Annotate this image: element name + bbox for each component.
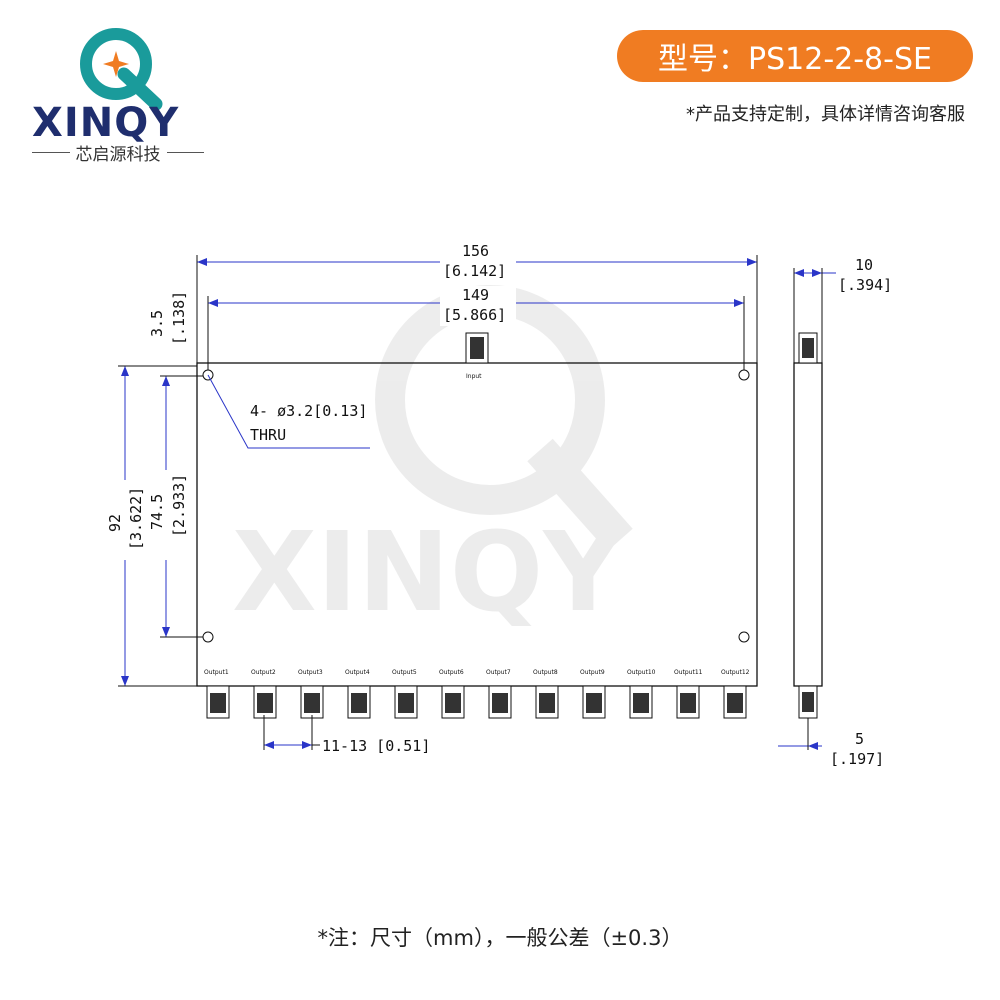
dim-overall-width-in: [6.142] xyxy=(443,262,506,280)
dim-hole-width-in: [5.866] xyxy=(443,306,506,324)
brand-name: XINQY xyxy=(32,100,180,146)
input-connector xyxy=(465,332,489,364)
output-connector-core xyxy=(351,693,367,713)
side-view-body xyxy=(793,362,823,687)
output-label: Output11 xyxy=(674,669,703,676)
output-label: Output3 xyxy=(298,669,323,676)
output-label: Output4 xyxy=(345,669,370,676)
output-connector-core xyxy=(727,693,743,713)
output-label: Output1 xyxy=(204,669,229,676)
dim-overall-width: 156 xyxy=(462,242,489,260)
side-output-connector xyxy=(798,685,818,719)
dim-hole-height-in: [2.933] xyxy=(170,474,188,537)
output-label: Output9 xyxy=(580,669,605,676)
output-connector-core xyxy=(680,693,696,713)
brand-logo-icon xyxy=(80,28,163,111)
output-connector-core xyxy=(210,693,226,713)
side-input-connector xyxy=(798,332,818,364)
output-label: Output5 xyxy=(392,669,417,676)
output-label: Output10 xyxy=(627,669,656,676)
dim-side-thickness-in: [.394] xyxy=(838,276,892,294)
output-connector-core xyxy=(304,693,320,713)
brand-subtitle: 芯启源科技 xyxy=(32,140,204,165)
dim-side-thickness: 10 xyxy=(855,256,873,274)
output-label: Output6 xyxy=(439,669,464,676)
dim-hole-height: 74.5 xyxy=(148,494,166,530)
hole-note-2: THRU xyxy=(250,426,286,444)
output-label: Output2 xyxy=(251,669,276,676)
output-label: Output7 xyxy=(486,669,511,676)
output-connector-core xyxy=(445,693,461,713)
dim-overall-height: 92 xyxy=(106,514,124,532)
mount-hole xyxy=(738,369,750,381)
custom-note: *产品支持定制，具体详情咨询客服 xyxy=(686,104,965,125)
output-connector-core xyxy=(257,693,273,713)
input-label: Input xyxy=(466,373,482,380)
mount-hole xyxy=(202,631,214,643)
output-label: Output8 xyxy=(533,669,558,676)
dim-side-offset-in: [.197] xyxy=(830,750,884,768)
dim-edge-offset-in: [.138] xyxy=(170,291,188,345)
output-connectors: Output1 Output2 Output3 Output4 Output5 Outpu… xyxy=(204,669,750,719)
dim-hole-width: 149 xyxy=(462,286,489,304)
svg-text:XINQY: XINQY xyxy=(232,508,624,636)
watermark: XINQY xyxy=(232,285,633,636)
dim-overall-height-in: [3.622] xyxy=(127,487,145,550)
output-connector-core xyxy=(633,693,649,713)
output-connector-core xyxy=(539,693,555,713)
dim-side-offset: 5 xyxy=(855,730,864,748)
mount-hole xyxy=(738,631,750,643)
dim-connector-pitch: 11-13 [0.51] xyxy=(322,737,430,755)
tolerance-note: *注：尺寸（mm），一般公差（±0.3） xyxy=(317,926,683,950)
model-badge: 型号：PS12-2-8-SE xyxy=(617,30,973,82)
output-label: Output12 xyxy=(721,669,750,676)
dim-edge-offset: 3.5 xyxy=(148,310,166,337)
output-connector-core xyxy=(398,693,414,713)
output-connector-core xyxy=(492,693,508,713)
hole-note-1: 4- ø3.2[0.13] xyxy=(250,402,367,420)
output-connector-core xyxy=(586,693,602,713)
